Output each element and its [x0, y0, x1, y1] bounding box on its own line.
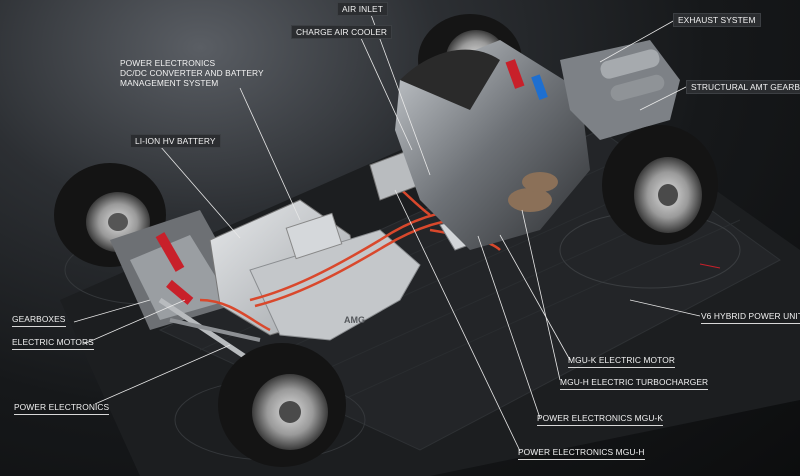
label-charge-air-cooler: CHARGE AIR COOLER: [291, 25, 393, 39]
label-mguk-text: MGU-K ELECTRIC MOTOR: [568, 355, 676, 365]
label-gearboxes: GEARBOXES: [12, 314, 66, 327]
amg-badge: AMG: [344, 315, 365, 325]
label-power-electronics: POWER ELECTRONICS: [14, 402, 110, 415]
label-v6-hybrid-text: V6 HYBRID POWER UNIT: [701, 311, 800, 321]
battery-pack: AMG: [209, 199, 421, 341]
label-mguh-text: MGU-H ELECTRIC TURBOCHARGER: [560, 377, 709, 387]
label-electric-motors: ELECTRIC MOTORS: [12, 337, 94, 350]
label-structural-amt-gearbox: STRUCTURAL AMT GEARBOX: [686, 80, 800, 94]
label-power-electronics-mguk: POWER ELECTRONICS MGU-K: [537, 413, 664, 426]
label-air-inlet: AIR INLET: [337, 2, 388, 16]
label-gearboxes-text: GEARBOXES: [12, 314, 66, 324]
gearbox-exhaust: [560, 40, 680, 140]
callout-leaders: [73, 11, 701, 452]
label-mguh-electric-turbocharger: MGU-H ELECTRIC TURBOCHARGER: [560, 377, 709, 390]
label-exhaust-system: EXHAUST SYSTEM: [673, 13, 761, 27]
front-right-wheel: [218, 343, 346, 467]
v6-engine: [395, 40, 590, 250]
rear-right-wheel: [602, 125, 718, 245]
label-power-electronics-mguh: POWER ELECTRONICS MGU-H: [518, 447, 645, 460]
label-electric-motors-text: ELECTRIC MOTORS: [12, 337, 94, 347]
label-v6-hybrid-power-unit: V6 HYBRID POWER UNIT: [701, 311, 800, 324]
label-pe-mguk-text: POWER ELECTRONICS MGU-K: [537, 413, 664, 423]
label-li-ion-battery: LI-ION HV BATTERY: [130, 134, 221, 148]
label-power-electronics-dcdc: POWER ELECTRONICS DC/DC CONVERTER AND BA…: [120, 58, 264, 88]
label-mguk-electric-motor: MGU-K ELECTRIC MOTOR: [568, 355, 676, 368]
label-pe-mguh-text: POWER ELECTRONICS MGU-H: [518, 447, 645, 457]
label-power-electronics-text: POWER ELECTRONICS: [14, 402, 110, 412]
